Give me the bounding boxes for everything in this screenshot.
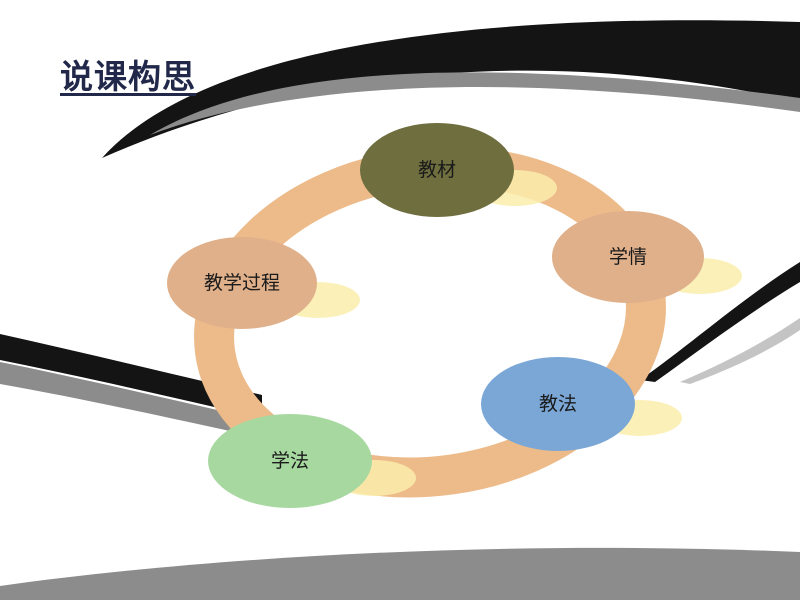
swoosh-left-dark — [0, 334, 262, 418]
node-xueqing: 学情 — [552, 211, 704, 303]
node-circle — [167, 237, 317, 329]
swoosh-right-dark — [640, 262, 800, 382]
node-xuefa: 学法 — [208, 414, 372, 508]
node-jiaocai: 教材 — [360, 123, 514, 217]
node-jiaoxueguocheng: 教学过程 — [167, 237, 317, 329]
node-circle — [552, 211, 704, 303]
node-jiaofa: 教法 — [481, 357, 635, 451]
node-circle — [360, 123, 514, 217]
slide-title: 说课构思 — [60, 57, 196, 96]
swoosh-right-light — [680, 318, 800, 384]
node-label: 教材 — [418, 159, 456, 181]
swoosh-top-gray — [150, 72, 800, 135]
node-label: 学法 — [271, 450, 309, 472]
node-circle — [208, 414, 372, 508]
swoosh-top-dark — [102, 20, 800, 158]
swoosh-bottom-gray — [0, 547, 800, 600]
node-label: 学情 — [609, 246, 647, 268]
node-circle — [481, 357, 635, 451]
swoosh-left-gray — [0, 362, 262, 438]
node-label: 教法 — [539, 393, 577, 415]
node-label: 教学过程 — [204, 272, 280, 294]
